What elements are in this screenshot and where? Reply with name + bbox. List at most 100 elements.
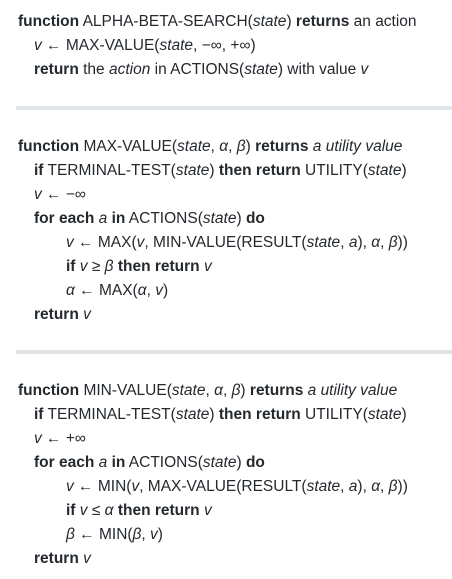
text: , MIN-VALUE(RESULT( [144,234,307,251]
var-alpha: α [371,478,381,495]
keyword-then-return: then return [218,406,301,423]
keyword-return: return [34,61,79,78]
keyword-if: if [34,406,44,423]
var-v: v [83,550,91,567]
min-value-loop: for each a in ACTIONS(state) do [34,453,265,473]
var-alpha: α [104,502,114,519]
var-state: state [202,210,237,227]
alpha-beta-search-line-1: v ← MAX-VALUE(state, −∞, +∞) [34,36,256,56]
var-state: state [159,37,194,54]
text: , [228,138,237,155]
var-alpha: α [371,234,381,251]
min-value-bound: β ← MIN(β, v) [66,525,163,545]
return-article: a [307,382,317,399]
var-state: state [367,162,402,179]
keyword-do: do [245,210,265,227]
text: UTILITY( [300,406,368,423]
function-name: ALPHA-BETA-SEARCH( [82,13,253,30]
text: ), [357,234,372,251]
keyword-return: return [34,306,79,323]
paren: ) [286,13,292,30]
var-v: v [66,234,74,251]
keyword-for-each: for each [34,210,95,227]
var-state: state [175,162,210,179]
var-v: v [34,37,42,54]
var-a: a [98,454,108,471]
text: , −∞, +∞) [193,37,256,54]
param-state: state [177,138,211,155]
text: ← +∞ [41,430,86,447]
keyword-return: return [34,550,79,567]
keyword-for-each: for each [34,454,95,471]
text: , [340,478,349,495]
keyword-function: function [18,382,80,399]
keyword-if: if [66,502,76,519]
min-value-return: return v [34,549,91,569]
keyword-function: function [18,13,80,30]
var-alpha: α [66,282,75,299]
max-value-header: function MAX-VALUE(state, α, β) returns … [18,137,402,157]
text: the [78,61,109,78]
paren: )) [397,234,408,251]
text: , [222,382,232,399]
paren: ) [240,382,246,399]
var-a: a [98,210,108,227]
text: ACTIONS( [125,454,203,471]
text: UTILITY( [300,162,368,179]
var-state: state [306,234,341,251]
var-beta: β [104,258,114,275]
var-state: state [367,406,402,423]
separator-1 [16,106,452,110]
max-value-return: return v [34,305,91,325]
paren: ) [162,282,169,299]
param-alpha: α [219,138,229,155]
var-v: v [203,258,212,275]
keyword-if: if [66,258,76,275]
text: ) [236,454,246,471]
text: , [380,234,389,251]
text: ) [209,406,219,423]
var-beta: β [132,526,142,543]
var-state: state [202,454,237,471]
text: , MAX-VALUE(RESULT( [139,478,307,495]
paren: ) [401,406,407,423]
keyword-then-return: then return [218,162,301,179]
var-v: v [131,478,140,495]
param-state: state [171,382,206,399]
keyword-do: do [245,454,265,471]
alpha-beta-search-line-2: return the action in ACTIONS(state) with… [34,60,368,80]
text: , [340,234,349,251]
keyword-returns: returns [295,13,350,30]
var-v: v [79,502,88,519]
var-v: v [34,430,42,447]
text: in ACTIONS( [150,61,245,78]
keyword-function: function [18,138,80,155]
text: ACTIONS( [125,210,203,227]
var-v: v [66,478,74,495]
text: ) [209,162,219,179]
max-value-update: v ← MAX(v, MIN-VALUE(RESULT(state, a), α… [66,233,408,253]
param-beta: β [236,138,246,155]
var-v: v [83,306,91,323]
return-type: utility value [325,138,403,155]
text: ← MAX( [74,282,138,299]
max-value-prune: if v ≥ β then return v [66,257,212,277]
max-value-init: v ← −∞ [34,185,86,205]
var-v: v [79,258,88,275]
paren: ) [157,526,163,543]
keyword-in: in [111,454,126,471]
var-v: v [34,186,42,203]
min-value-prune: if v ≤ α then return v [66,501,212,521]
text: TERMINAL-TEST( [43,406,176,423]
text: ← MIN( [74,526,133,543]
min-value-init: v ← +∞ [34,429,86,449]
paren: ) [245,138,251,155]
return-type: an action [353,13,417,30]
text: ← MAX( [73,234,137,251]
keyword-if: if [34,162,44,179]
text: ← MAX-VALUE( [41,37,160,54]
var-a: a [348,234,358,251]
function-name: MIN-VALUE( [83,382,172,399]
text: ← −∞ [41,186,86,203]
